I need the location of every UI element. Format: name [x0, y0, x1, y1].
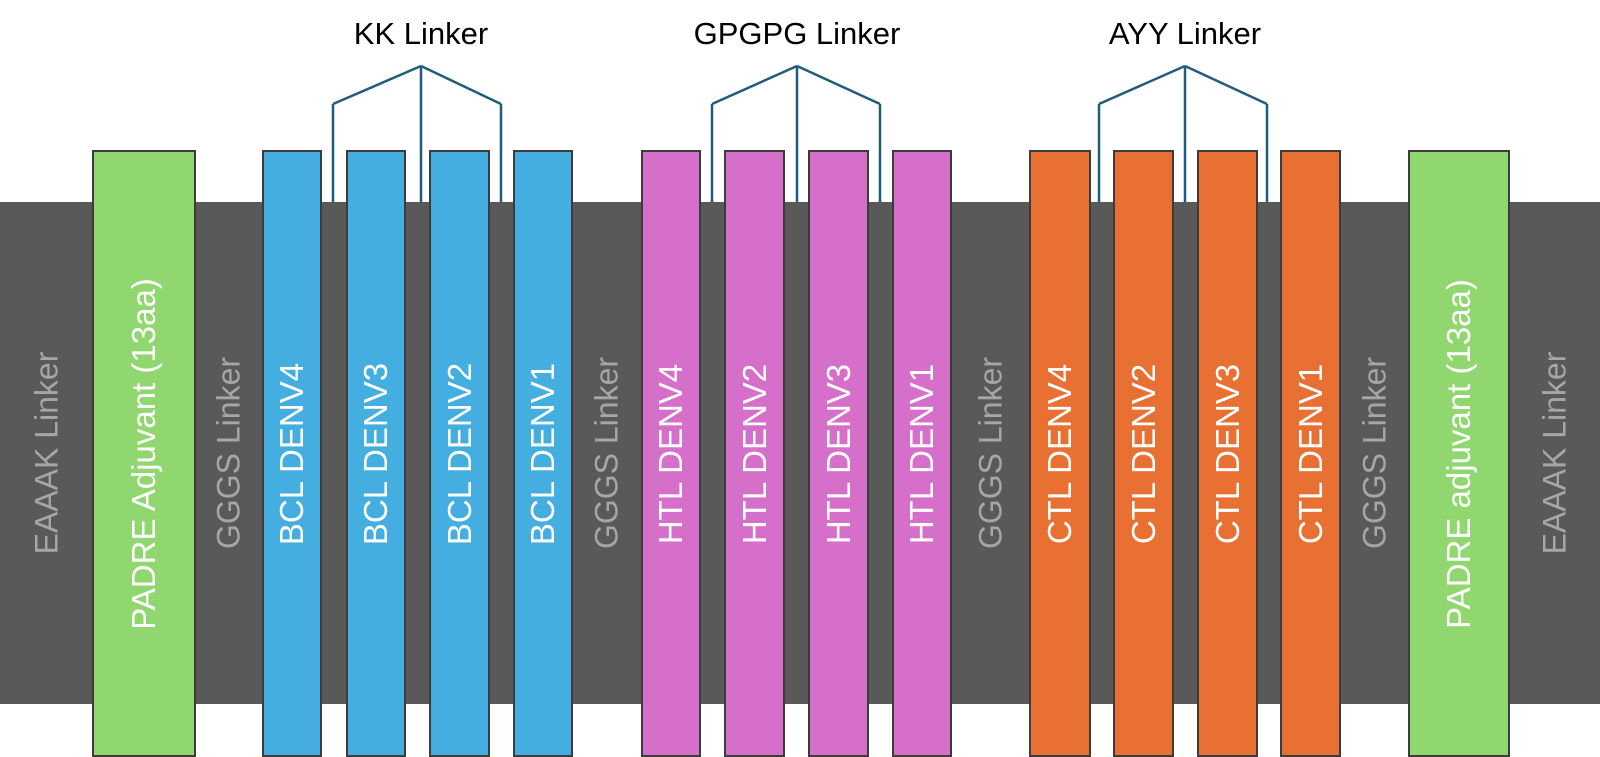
gpgpg-linker-bracket	[710, 64, 882, 202]
htl-epitope-denv3: HTL DENV3	[808, 150, 869, 757]
htl-epitope-denv4: HTL DENV4	[641, 150, 701, 757]
bcl-epitope-denv3: BCL DENV3	[346, 150, 406, 757]
ctl-epitope-denv3: CTL DENV3	[1197, 150, 1258, 757]
gpgpg-linker-label: GPGPG Linker	[693, 16, 901, 51]
htl-epitope-denv2: HTL DENV2	[724, 150, 785, 757]
kk-linker-label: KK Linker	[353, 16, 489, 51]
ctl-epitope-denv2: CTL DENV2	[1113, 150, 1174, 757]
ctl-epitope-denv1: CTL DENV1	[1280, 150, 1341, 757]
padre-adjuvant-right: PADRE adjuvant (13aa)	[1408, 150, 1510, 757]
ayy-linker-label: AYY Linker	[1108, 16, 1262, 51]
ctl-epitope-denv4: CTL DENV4	[1029, 150, 1091, 757]
ayy-linker-bracket	[1097, 64, 1269, 202]
htl-epitope-denv1: HTL DENV1	[892, 150, 952, 757]
padre-adjuvant-left: PADRE Adjuvant (13aa)	[92, 150, 196, 757]
bcl-epitope-denv2: BCL DENV2	[429, 150, 490, 757]
bcl-epitope-denv4: BCL DENV4	[262, 150, 322, 757]
bcl-epitope-denv1: BCL DENV1	[513, 150, 573, 757]
kk-linker-bracket	[331, 64, 503, 202]
